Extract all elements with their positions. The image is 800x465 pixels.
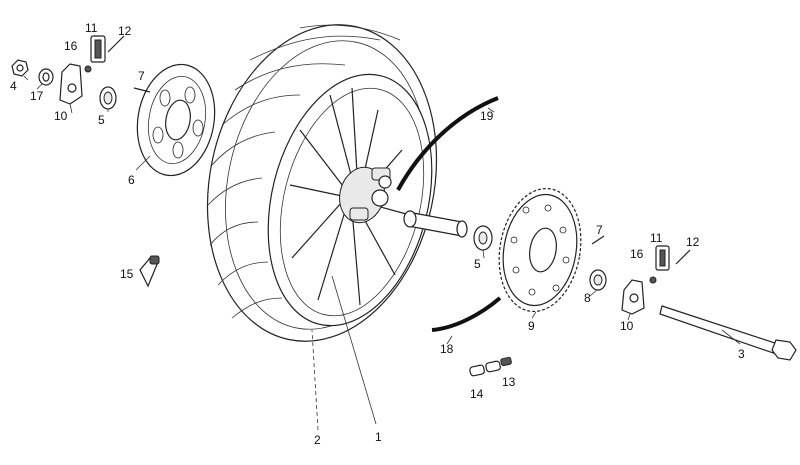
label-14: 14 (470, 387, 484, 401)
hub-spacer (403, 210, 468, 238)
part-labels: 1 2 3 4 5 5 6 7 7 8 9 10 10 11 11 12 12 … (10, 21, 745, 447)
plate-11-left (90, 35, 106, 63)
screw-12-left (107, 35, 125, 53)
label-7-left: 7 (138, 69, 145, 83)
bolt-7-left (133, 87, 151, 93)
nut-4 (11, 59, 29, 77)
chain-guard-lower (431, 296, 502, 332)
label-3: 3 (738, 347, 745, 361)
label-1: 1 (375, 430, 382, 444)
label-5-right: 5 (474, 257, 481, 271)
label-19: 19 (480, 109, 494, 123)
washer-17 (38, 68, 54, 86)
chain-link-13-14 (469, 356, 512, 377)
pin-16-left (84, 65, 92, 73)
spacer-8 (589, 269, 607, 291)
valve-15 (139, 255, 160, 288)
sprocket (498, 187, 582, 313)
label-18: 18 (440, 342, 454, 356)
pin-16-right (649, 276, 657, 284)
label-4: 4 (10, 79, 17, 93)
label-13: 13 (502, 375, 516, 389)
brake-disc (136, 63, 216, 177)
bearing-5-left (99, 86, 117, 110)
label-2: 2 (314, 433, 321, 447)
adjuster-10-right (621, 279, 645, 315)
label-16-right: 16 (630, 247, 644, 261)
label-8: 8 (584, 291, 591, 305)
screw-12-right (675, 249, 691, 265)
bolt-7-right (591, 235, 605, 245)
label-15: 15 (120, 267, 134, 281)
label-7-right: 7 (596, 223, 603, 237)
label-10-left: 10 (54, 109, 68, 123)
chain-guard-upper (396, 96, 499, 191)
label-6: 6 (128, 173, 135, 187)
label-10-right: 10 (620, 319, 634, 333)
label-12-right: 12 (686, 235, 700, 249)
label-16-left: 16 (64, 39, 78, 53)
label-9: 9 (528, 319, 535, 333)
axle-3 (659, 305, 797, 361)
label-11-left: 11 (85, 21, 98, 35)
label-17: 17 (30, 89, 44, 103)
rim (267, 73, 433, 327)
plate-11-right (655, 245, 670, 271)
bearing-5-right (473, 225, 493, 251)
label-12-left: 12 (118, 24, 132, 38)
label-11-right: 11 (650, 231, 663, 245)
leader-lines (23, 75, 741, 431)
label-5-left: 5 (98, 113, 105, 127)
adjuster-10-left (59, 63, 83, 105)
